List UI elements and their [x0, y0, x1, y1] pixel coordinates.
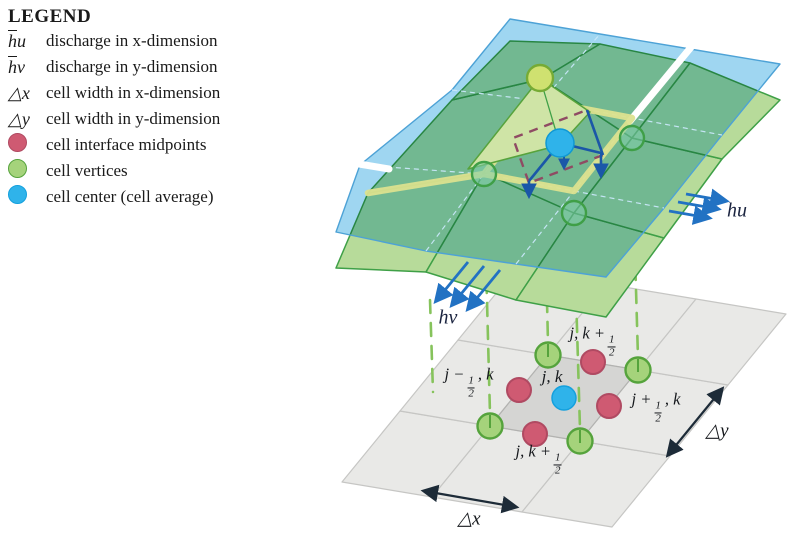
hv-arrows — [433, 261, 502, 313]
dy-arrow — [665, 386, 725, 458]
label-hv: hv — [438, 306, 458, 329]
legend-symbol-hu: hu — [8, 30, 26, 51]
legend-text: cell width in y-dimension — [46, 109, 221, 128]
legend-text: cell vertices — [46, 161, 128, 180]
label-cell-center: j, k — [541, 367, 563, 386]
legend-row-dy: △y cell width in y-dimension — [8, 106, 308, 132]
legend-symbol-dx: △x — [8, 82, 30, 103]
legend-row-vertices: cell vertices — [8, 158, 308, 184]
label-hu: hu — [727, 199, 747, 222]
vertex-circle — [560, 199, 588, 227]
legend-text: cell interface midpoints — [46, 135, 207, 154]
hu-arrows — [668, 188, 730, 225]
surface-vertex-circles — [470, 63, 646, 227]
label-dx: △x — [457, 508, 481, 530]
vertex-circle — [470, 160, 498, 188]
midpoint-circle — [596, 393, 622, 419]
midpoint-circle — [522, 421, 548, 447]
legend-symbol-hv: hv — [8, 56, 25, 77]
legend-row-midpoints: cell interface midpoints — [8, 132, 308, 158]
legend-row-center: cell center (cell average) — [8, 184, 308, 210]
midpoint-circle — [506, 377, 532, 403]
red-dot-icon — [8, 133, 27, 152]
legend-text: discharge in x-dimension — [46, 31, 218, 50]
legend-row-hu: hu discharge in x-dimension — [8, 28, 308, 54]
grid-cell — [637, 298, 787, 386]
grid-vertex-circles — [476, 341, 652, 455]
surface-center-circle — [545, 128, 575, 158]
green-dot-icon — [8, 159, 27, 178]
grid-midpoint-circles — [506, 349, 622, 447]
legend-text: discharge in y-dimension — [46, 57, 218, 76]
vertex-circle — [525, 63, 555, 93]
vertex-circle — [618, 124, 646, 152]
legend-row-hv: hv discharge in y-dimension — [8, 54, 308, 80]
legend-row-dx: △x cell width in x-dimension — [8, 80, 308, 106]
legend-panel: LEGEND hu discharge in x-dimension hv di… — [8, 6, 308, 210]
grid-center-circle — [551, 385, 577, 411]
label-dy: △y — [705, 420, 729, 442]
legend-text: cell width in x-dimension — [46, 83, 221, 102]
legend-title: LEGEND — [8, 6, 92, 27]
dx-arrow — [420, 484, 520, 514]
midpoint-circle — [580, 349, 606, 375]
blue-dot-icon — [8, 185, 27, 204]
legend-symbol-dy: △y — [8, 108, 30, 129]
surface-slits — [337, 42, 696, 173]
legend-text: cell center (cell average) — [46, 187, 214, 206]
